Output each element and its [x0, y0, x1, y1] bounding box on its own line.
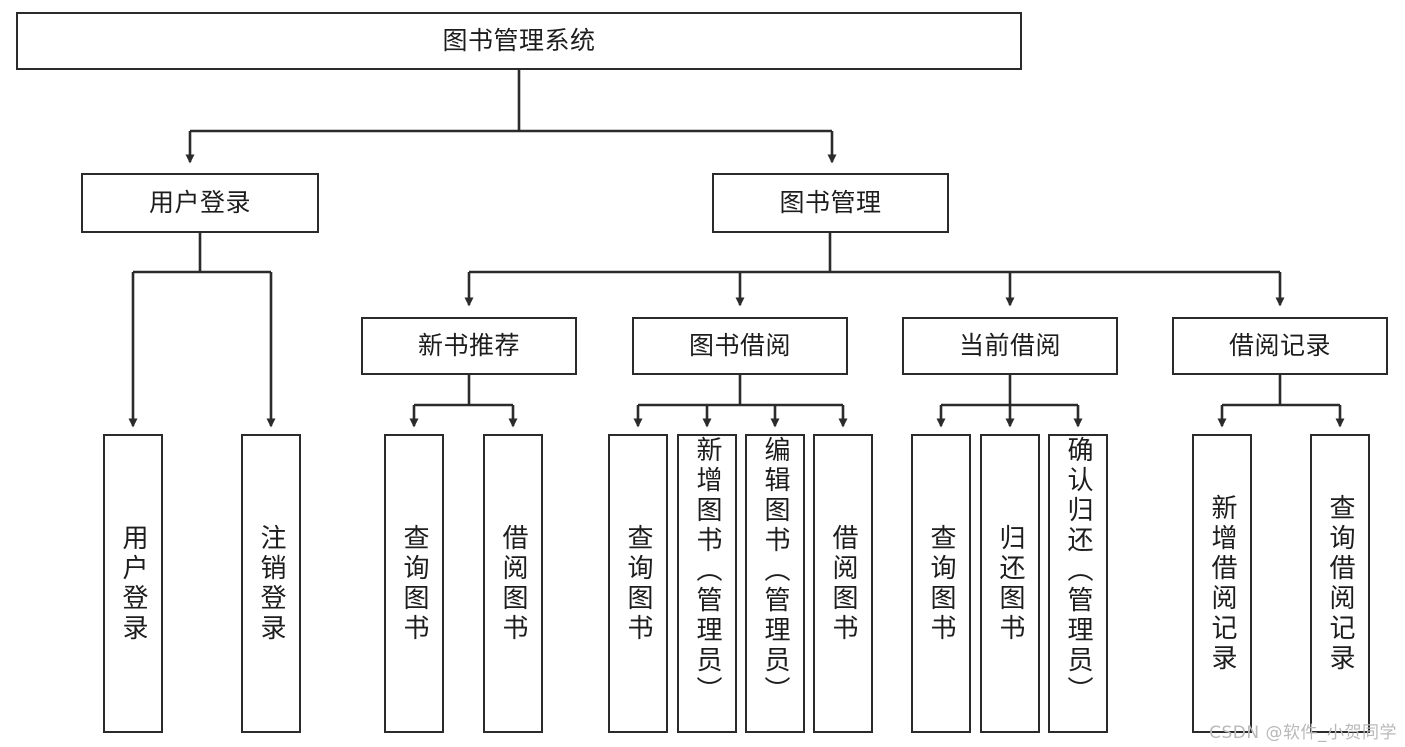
node-label: 注销登录 — [256, 523, 286, 644]
node-leaf-confirm-return-admin[interactable]: 确认归还（管理员） — [1048, 434, 1108, 733]
node-label: 确认归还（管理员） — [1063, 436, 1093, 706]
node-label: 查询借阅记录 — [1325, 493, 1355, 674]
node-leaf-query-book-borrow[interactable]: 查询图书 — [608, 434, 668, 733]
node-label: 新书推荐 — [417, 330, 520, 360]
node-label: 当前借阅 — [958, 330, 1061, 360]
node-new-book-recommend[interactable]: 新书推荐 — [361, 317, 577, 375]
node-leaf-query-book-current[interactable]: 查询图书 — [911, 434, 971, 733]
node-leaf-add-book-admin[interactable]: 新增图书（管理员） — [677, 434, 737, 733]
node-leaf-edit-book-admin[interactable]: 编辑图书（管理员） — [745, 434, 805, 733]
node-label: 编辑图书（管理员） — [760, 436, 790, 706]
node-label: 查询图书 — [399, 523, 429, 644]
node-user-login[interactable]: 用户登录 — [81, 173, 319, 233]
node-label: 借阅记录 — [1228, 330, 1331, 360]
node-label: 归还图书 — [995, 523, 1025, 644]
node-leaf-return-book[interactable]: 归还图书 — [980, 434, 1040, 733]
node-label: 查询图书 — [926, 523, 956, 644]
node-leaf-query-book-recommend[interactable]: 查询图书 — [384, 434, 444, 733]
node-label: 用户登录 — [148, 187, 251, 217]
node-leaf-query-borrow-record[interactable]: 查询借阅记录 — [1310, 434, 1370, 733]
node-label: 借阅图书 — [828, 523, 858, 644]
node-book-management[interactable]: 图书管理 — [712, 173, 949, 233]
node-leaf-logout[interactable]: 注销登录 — [241, 434, 301, 733]
node-leaf-borrow-book-recommend[interactable]: 借阅图书 — [483, 434, 543, 733]
node-label: 新增借阅记录 — [1207, 493, 1237, 674]
node-label: 新增图书（管理员） — [692, 436, 722, 706]
node-label: 图书管理 — [779, 187, 882, 217]
node-label: 借阅图书 — [498, 523, 528, 644]
node-root-book-management-system[interactable]: 图书管理系统 — [16, 12, 1022, 70]
node-borrow-record[interactable]: 借阅记录 — [1172, 317, 1388, 375]
node-leaf-user-login[interactable]: 用户登录 — [103, 434, 163, 733]
node-book-borrow[interactable]: 图书借阅 — [632, 317, 848, 375]
node-label: 查询图书 — [623, 523, 653, 644]
node-current-borrow[interactable]: 当前借阅 — [902, 317, 1118, 375]
node-leaf-add-borrow-record[interactable]: 新增借阅记录 — [1192, 434, 1252, 733]
node-label: 图书管理系统 — [442, 25, 596, 55]
node-leaf-borrow-book[interactable]: 借阅图书 — [813, 434, 873, 733]
node-label: 图书借阅 — [688, 330, 791, 360]
node-label: 用户登录 — [118, 523, 148, 644]
